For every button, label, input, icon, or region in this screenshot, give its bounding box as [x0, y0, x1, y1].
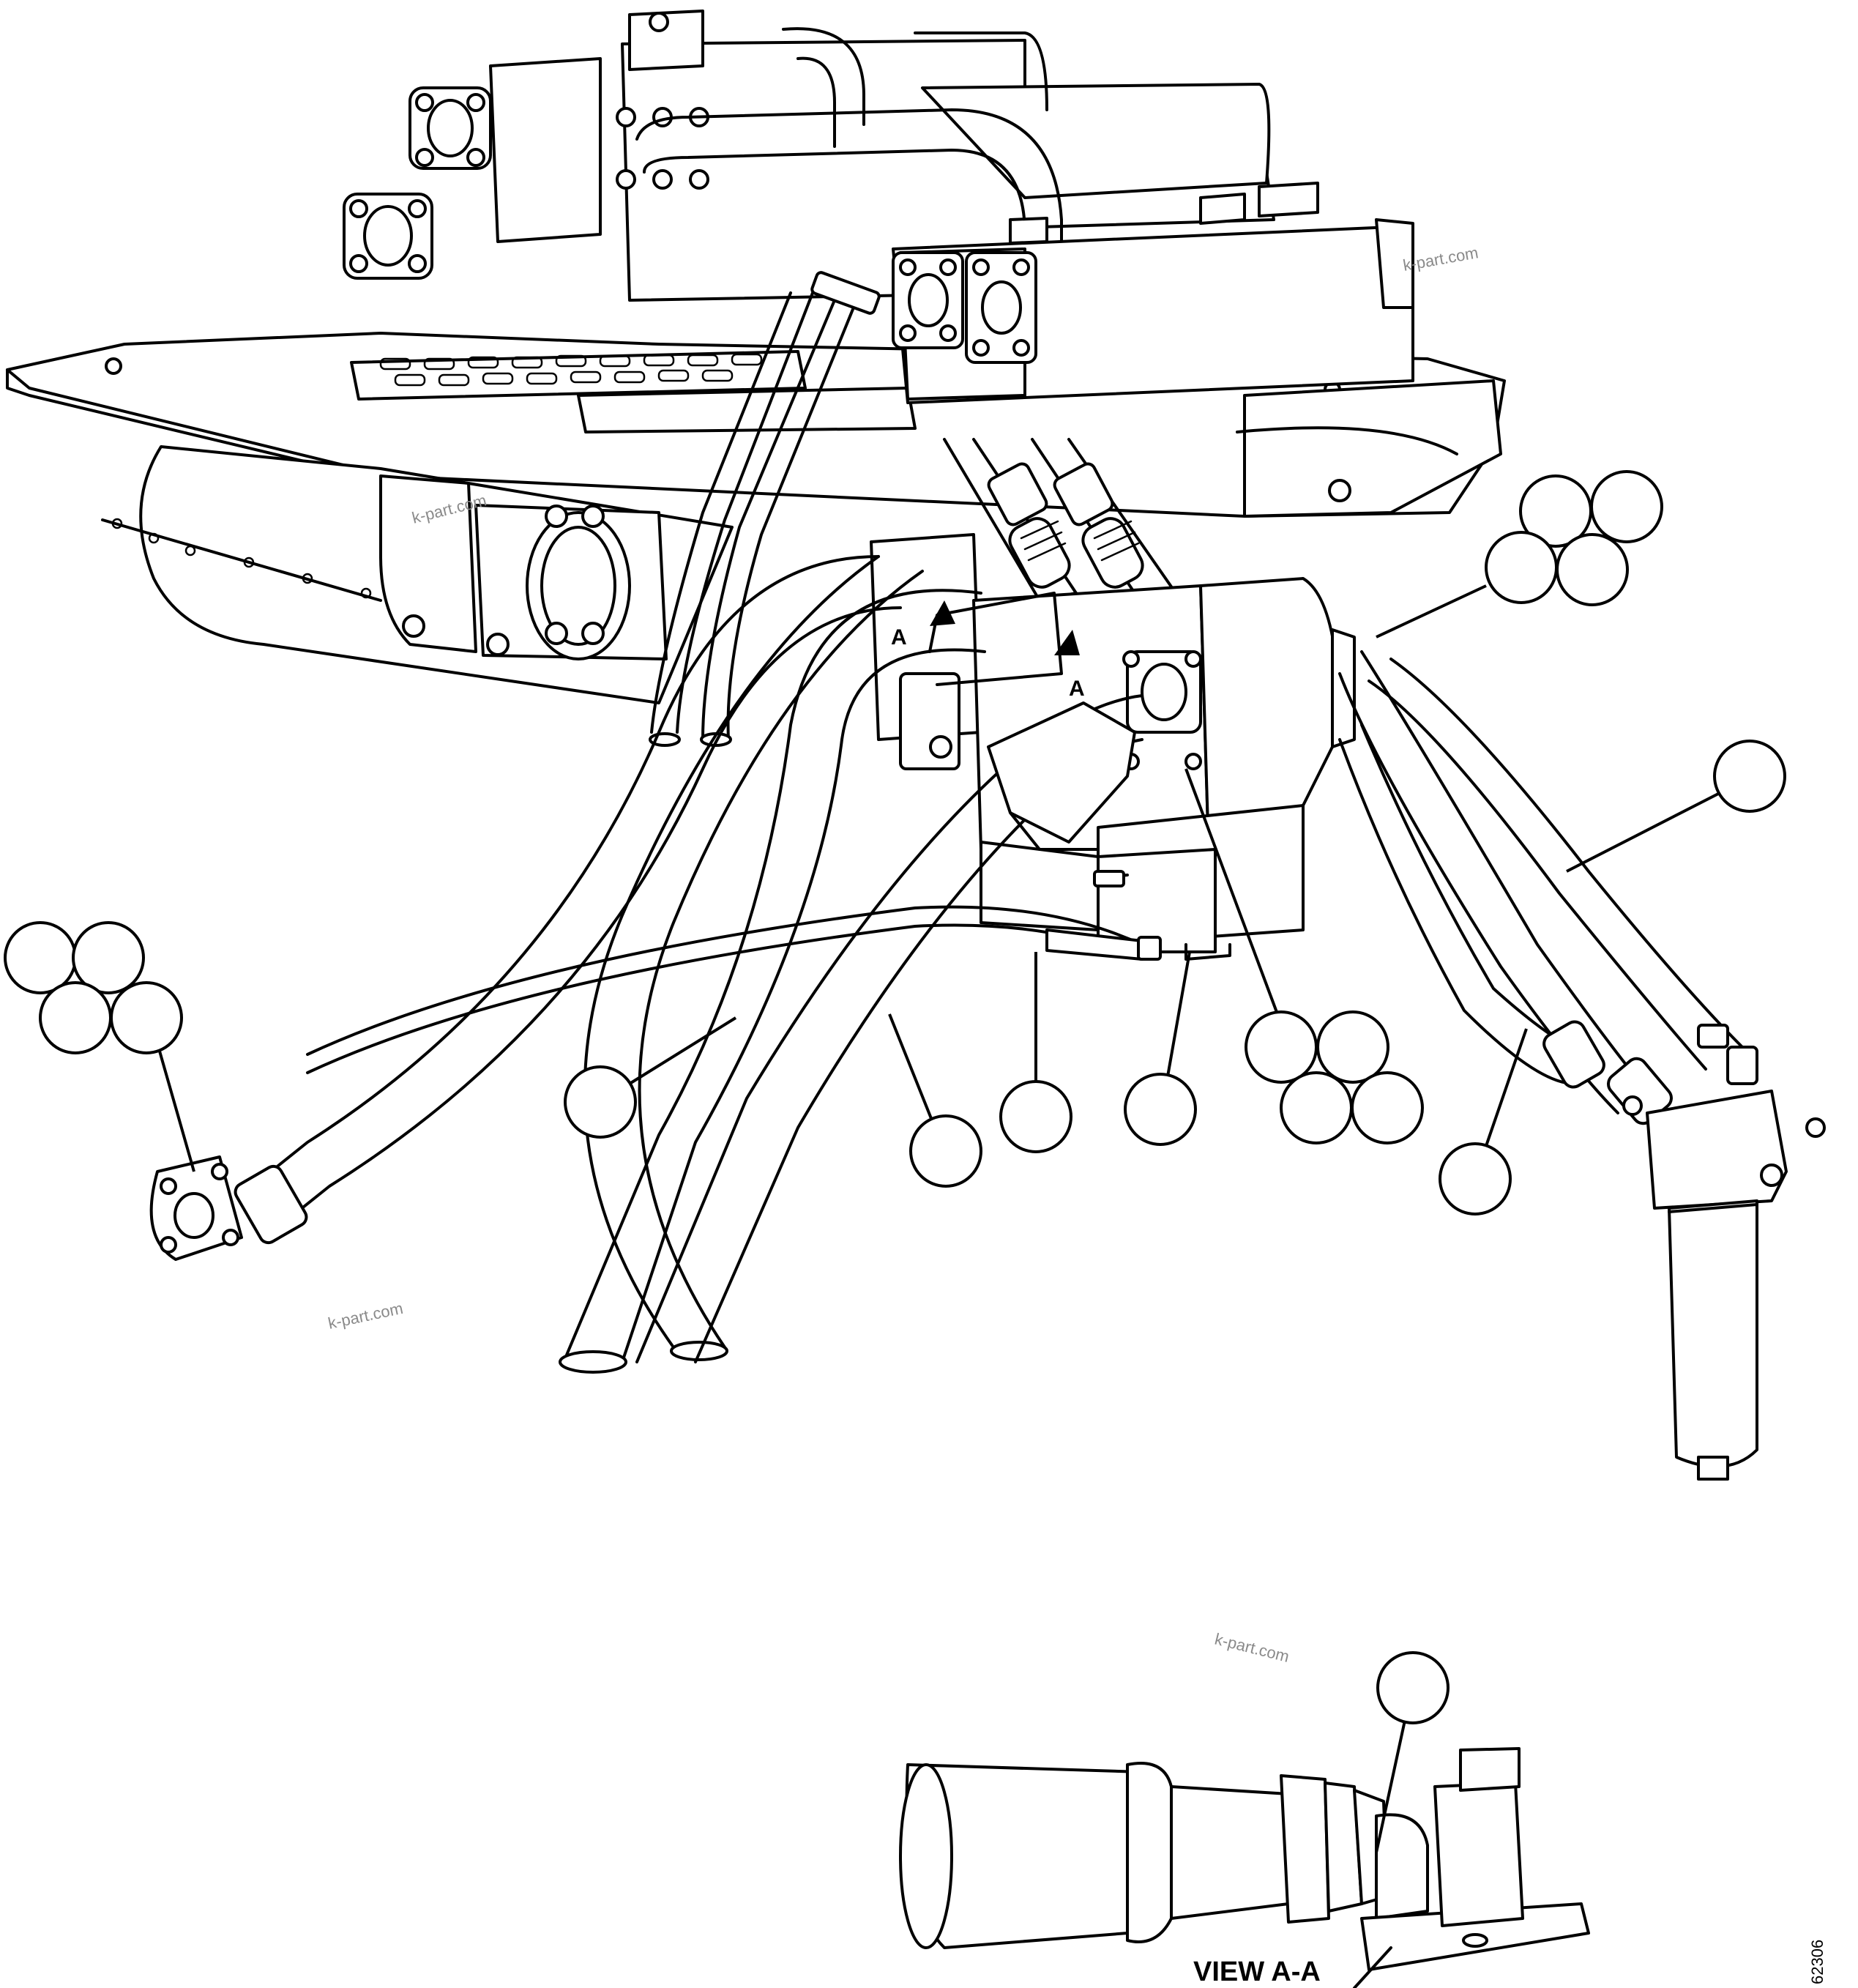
callout-balloon — [1439, 1142, 1512, 1215]
callout-balloon — [1280, 1071, 1353, 1144]
callout-balloon — [1376, 1651, 1450, 1724]
pump-body — [379, 474, 668, 660]
right-valve-block — [892, 182, 1414, 404]
callout-balloon — [1351, 1071, 1424, 1144]
callout-cluster-left — [4, 921, 183, 1054]
watermark: k-part.com — [327, 1299, 405, 1333]
figure-number: 62306 — [1808, 1940, 1827, 1984]
callout-balloon — [1124, 1073, 1197, 1146]
callout-balloon — [909, 1114, 982, 1188]
callout-balloon — [1713, 740, 1786, 813]
callout-cluster-center — [1245, 1010, 1424, 1144]
section-marker-a-left: A — [891, 625, 907, 649]
section-marker-a-right: A — [1069, 677, 1085, 701]
view-a-a-detail — [899, 1747, 1590, 1988]
callout-balloon — [110, 981, 183, 1054]
support-bracket — [1236, 379, 1502, 518]
callout-cluster-top-right — [1485, 470, 1663, 606]
callout-balloon — [999, 1080, 1072, 1153]
callout-balloon — [1316, 1010, 1389, 1084]
filter-assembly — [1622, 1024, 1826, 1481]
callout-balloon — [39, 981, 112, 1054]
callout-balloon — [72, 921, 145, 994]
callout-balloon — [1590, 470, 1663, 543]
callout-balloon — [1556, 533, 1629, 606]
section-arrows — [928, 592, 1080, 686]
view-a-a-title: VIEW A-A — [1193, 1957, 1321, 1987]
callout-balloon — [1485, 531, 1558, 604]
callout-balloon — [1245, 1010, 1318, 1084]
upper-manifold — [343, 10, 1275, 302]
hoses — [149, 271, 1744, 1374]
quick-couplers — [943, 438, 1187, 617]
callout-balloon — [564, 1065, 637, 1139]
watermark: k-part.com — [1213, 1630, 1291, 1666]
callout-balloons — [4, 470, 1786, 1853]
callout-balloon — [4, 921, 77, 994]
valve-bank-strip — [350, 350, 917, 433]
